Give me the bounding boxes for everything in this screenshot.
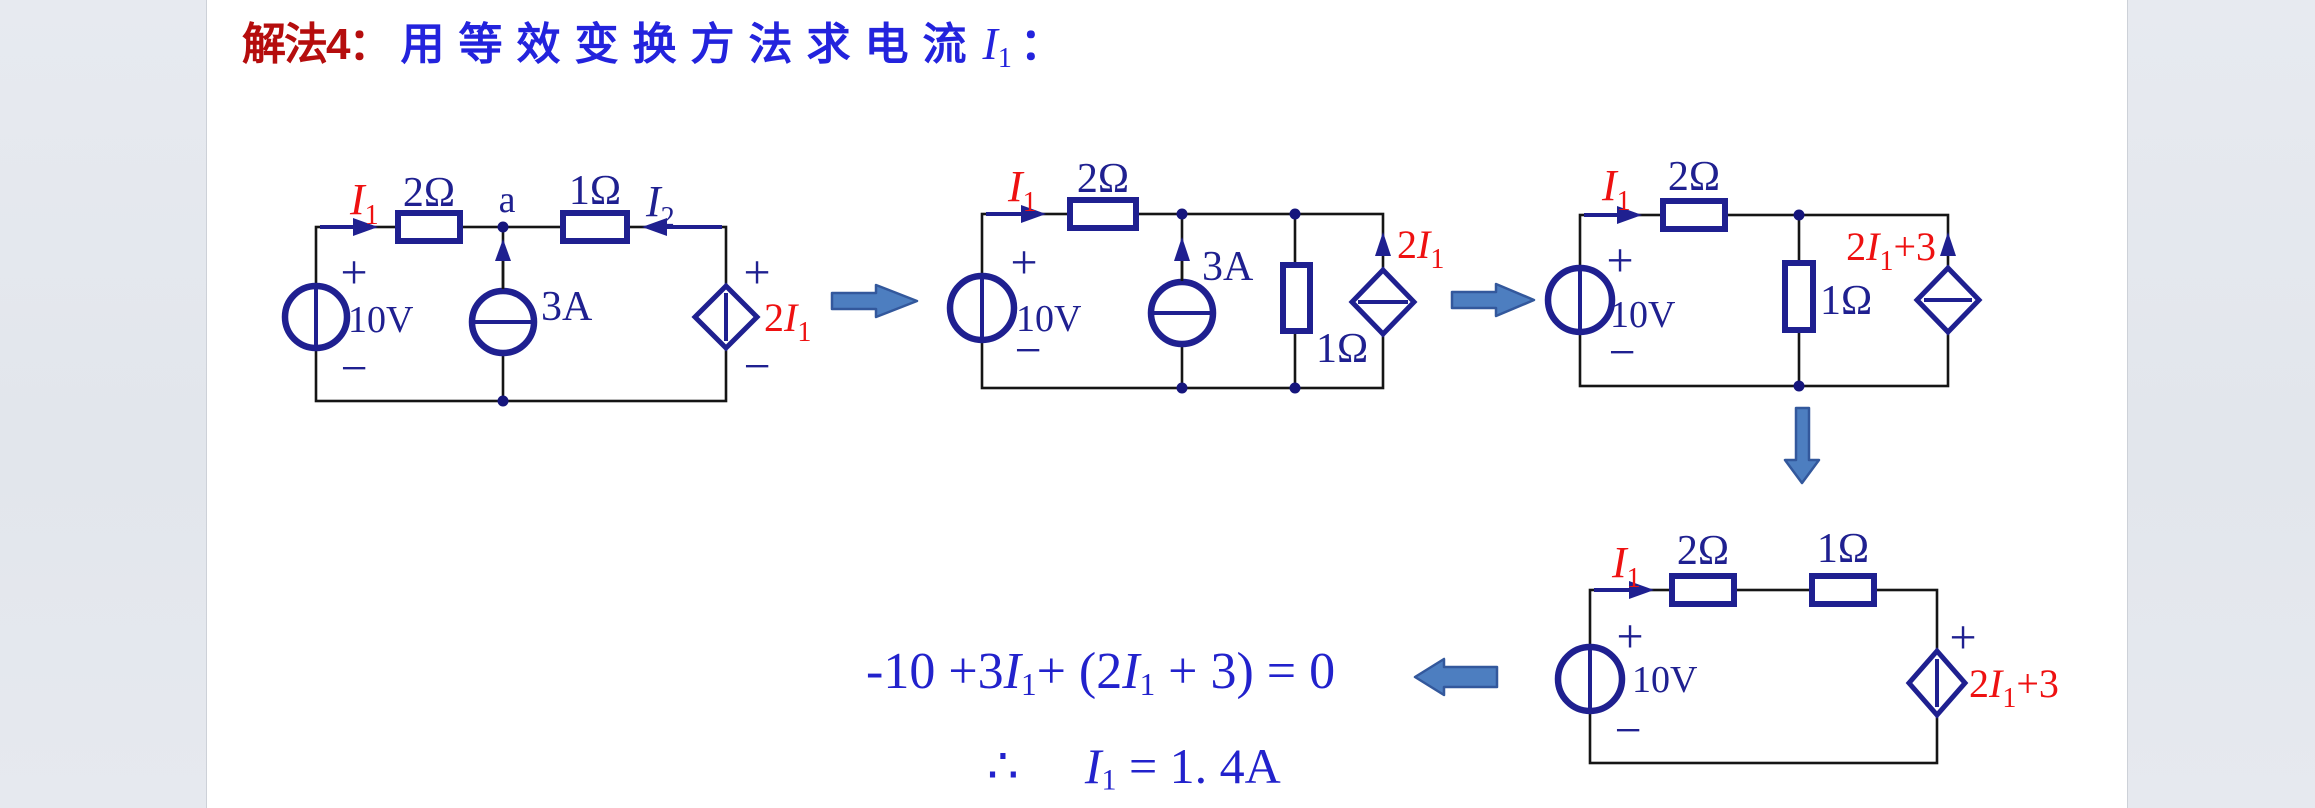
resistor-2ohm bbox=[1660, 198, 1728, 232]
resistor-2ohm bbox=[1669, 573, 1737, 607]
title-text: 用等效变换方法求电流 bbox=[400, 20, 981, 69]
equation-result: = 1. 4A bbox=[1116, 738, 1281, 794]
node-a-label: a bbox=[499, 179, 516, 221]
vs-minus-sign: − bbox=[1014, 324, 1041, 377]
node-dot bbox=[1289, 382, 1301, 394]
vs-plus-sign: + bbox=[1606, 234, 1633, 287]
vs-value-label: 10V bbox=[1632, 659, 1698, 701]
cs-value-label: 3A bbox=[1202, 244, 1254, 290]
node-dot bbox=[1793, 380, 1805, 392]
solution-equation: ∴I1 = 1. 4A bbox=[987, 738, 1281, 797]
node-dot bbox=[1176, 208, 1188, 220]
node-dot bbox=[1793, 209, 1805, 221]
resistor-2ohm bbox=[1067, 197, 1139, 231]
node-dot-a bbox=[497, 221, 509, 233]
viewer-gutter-left bbox=[0, 0, 207, 808]
vs-minus-sign: − bbox=[340, 342, 367, 395]
circuit-3: I1 2Ω + 10V − 1Ω 2I1+3 bbox=[1544, 154, 1983, 392]
i1-current-label: I1 bbox=[1007, 162, 1037, 218]
viewer-gutter-right bbox=[2127, 0, 2315, 808]
equation-term: + (2 bbox=[1036, 643, 1123, 700]
transform-arrow-left bbox=[1413, 657, 1499, 697]
vs-value-label: 10V bbox=[1610, 294, 1676, 336]
dep-minus-sign: − bbox=[743, 340, 770, 393]
i1-arrow-right-icon bbox=[1617, 206, 1642, 224]
resistor-1ohm-label: 1Ω bbox=[1820, 278, 1872, 324]
vs-plus-sign: + bbox=[1616, 610, 1643, 663]
i2-arrow-left-icon bbox=[642, 218, 667, 236]
vs-minus-sign: − bbox=[1608, 326, 1635, 379]
vs-plus-sign: + bbox=[1010, 236, 1037, 289]
resistor-1ohm bbox=[1809, 573, 1877, 607]
i1-arrow-right-icon bbox=[353, 218, 378, 236]
resistor-2ohm bbox=[395, 210, 463, 244]
resistor-1ohm-vertical bbox=[1280, 262, 1313, 334]
equation-term: -10 +3 bbox=[866, 643, 1004, 700]
title-current-variable: I1 bbox=[982, 18, 1012, 74]
dep-arrow-up-icon bbox=[1375, 232, 1391, 256]
resistor-1ohm-label: 1Ω bbox=[569, 168, 621, 214]
vs-value-label: 10V bbox=[1016, 298, 1082, 340]
resistor-2ohm-label: 2Ω bbox=[1677, 528, 1729, 574]
slide-title: 解法4： 用等效变换方法求电流 I1 ： bbox=[242, 8, 1064, 74]
kvl-equation: -10 +3I1+ (2I1 + 3) = 0 bbox=[866, 643, 1336, 702]
circuit-1: I1 2Ω a 1Ω I2 + 10V − 3A + 2I1 − bbox=[281, 168, 811, 407]
circuit-4: I1 2Ω 1Ω + 10V − + 2I1+3 bbox=[1554, 526, 2059, 765]
dep-source-label: 2I1+3 bbox=[1846, 224, 1936, 277]
transform-arrow-right-2 bbox=[1450, 282, 1536, 318]
current-arrow-up-icon bbox=[495, 239, 511, 261]
resistor-2ohm-label: 2Ω bbox=[1668, 154, 1720, 200]
i1-current-label: I1 bbox=[1601, 161, 1631, 217]
i1-current-label: I1 bbox=[1611, 538, 1641, 594]
resistor-1ohm-label: 1Ω bbox=[1817, 526, 1869, 572]
title-method-label: 解法4： bbox=[242, 20, 392, 69]
current-arrow-up-icon bbox=[1174, 237, 1190, 261]
node-dot-bottom bbox=[497, 395, 509, 407]
dep-source-label: 2I1 bbox=[1397, 222, 1444, 275]
i1-arrow-right-icon bbox=[1629, 581, 1654, 599]
resistor-1ohm-label: 1Ω bbox=[1316, 326, 1368, 372]
circuit-2: I1 2Ω + 10V − 3A 1Ω 2I1 bbox=[946, 156, 1444, 394]
transform-arrow-right-1 bbox=[830, 283, 919, 319]
vs-value-label: 10V bbox=[348, 299, 414, 341]
vs-minus-sign: − bbox=[1614, 704, 1641, 757]
i1-current-label: I1 bbox=[349, 175, 379, 231]
equation-term: + 3) = 0 bbox=[1155, 643, 1336, 700]
transform-arrow-down bbox=[1783, 406, 1821, 485]
i2-current-label: I2 bbox=[645, 177, 675, 233]
resistor-2ohm-label: 2Ω bbox=[403, 170, 455, 216]
resistor-2ohm-label: 2Ω bbox=[1077, 156, 1129, 202]
vs-plus-sign: + bbox=[340, 246, 367, 299]
dep-source-label: 2I1+3 bbox=[1969, 661, 2059, 714]
dep-plus-sign: + bbox=[743, 246, 770, 299]
cs-value-label: 3A bbox=[541, 284, 593, 330]
i1-arrow-right-icon bbox=[1021, 205, 1046, 223]
dep-source-label: 2I1 bbox=[764, 295, 811, 348]
resistor-1ohm bbox=[560, 210, 630, 244]
dep-arrow-up-icon bbox=[1940, 232, 1956, 256]
node-dot bbox=[1289, 208, 1301, 220]
resistor-1ohm-vertical bbox=[1782, 260, 1816, 333]
dep-plus-sign: + bbox=[1949, 611, 1976, 664]
title-colon: ： bbox=[1019, 20, 1064, 69]
therefore-symbol: ∴ bbox=[987, 738, 1019, 794]
node-dot bbox=[1176, 382, 1188, 394]
